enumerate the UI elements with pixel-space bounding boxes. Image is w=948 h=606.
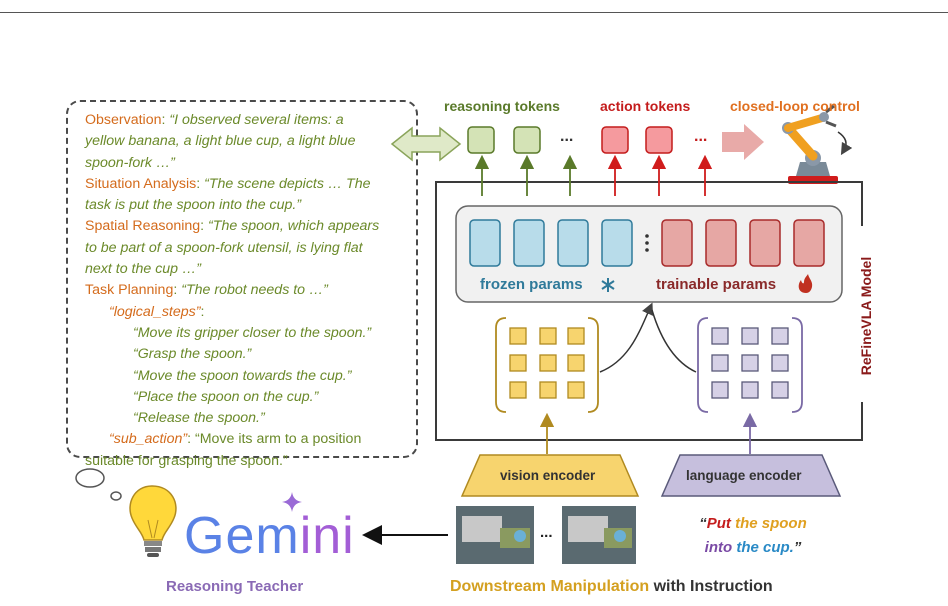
sparkle-icon — [282, 492, 302, 512]
vision-merge-curve — [599, 302, 653, 373]
frozen-params-label: frozen params — [480, 276, 583, 293]
lightbulb-icon — [129, 485, 177, 557]
model-name-label: ReFineVLA Model — [858, 256, 874, 376]
sub-action-text-2: suitable for grasping the spoon.” — [85, 452, 288, 469]
step-3: “Move the spoon towards the cup.” — [133, 367, 352, 384]
step-5: “Release the spoon.” — [133, 410, 265, 427]
vision-encoder-box — [460, 454, 640, 497]
observation-text-2: yellow banana, a light blue cup, a light… — [85, 133, 356, 150]
sub-action-key: “sub_action” — [109, 431, 188, 448]
thought-dot-large — [75, 468, 105, 488]
camera-frame-2 — [562, 506, 636, 564]
instr-word-into: into — [704, 539, 733, 556]
action-ellipsis: ... — [694, 128, 708, 145]
instr-open-quote: “ — [699, 515, 707, 532]
action-token-2 — [645, 126, 673, 154]
trainable-block-1 — [661, 219, 693, 267]
vision-encoder-label: vision encoder — [500, 468, 596, 483]
reasoning-text: Observation: “I observed several items: … — [85, 110, 415, 472]
step-2: “Grasp the spoon.” — [133, 346, 252, 363]
flame-icon — [798, 274, 813, 293]
frozen-block-1 — [469, 219, 501, 267]
observation-label: Observation — [85, 112, 162, 128]
spatial-text-2: to be part of a spoon-fork utensil, is l… — [85, 239, 363, 256]
bottom-caption-part1: Downstream Manipulation — [450, 578, 650, 595]
step-1: “Move its gripper closer to the spoon.” — [133, 324, 372, 341]
trainable-params-label: trainable params — [656, 276, 777, 293]
frozen-block-3 — [557, 219, 589, 267]
double-arrow-icon — [390, 126, 462, 162]
gemini-logo-main: Gem — [184, 507, 300, 565]
instr-word-cup: the cup. — [736, 539, 794, 556]
snowflake-icon — [601, 278, 615, 292]
gemini-logo-tail: ini — [299, 507, 355, 565]
output-arrow-icon — [722, 124, 764, 160]
spatial-text: “The spoon, which appears — [208, 218, 380, 235]
situation-text-2: task is put the spoon into the cup.” — [85, 197, 302, 214]
language-encoder-label: language encoder — [686, 468, 802, 483]
refinevla-model-border — [435, 181, 863, 441]
reasoning-ellipsis: ... — [560, 128, 574, 145]
action-token-1 — [601, 126, 629, 154]
reasoning-token-1 — [467, 126, 495, 154]
step-4: “Place the spoon on the cup.” — [133, 388, 319, 405]
instr-close-quote: ” — [793, 539, 802, 556]
language-token-grid — [711, 327, 789, 399]
spatial-label: Spatial Reasoning — [85, 218, 201, 235]
action-tokens-label: action tokens — [600, 98, 691, 114]
bottom-caption: Downstream Manipulation with Instruction — [450, 578, 773, 596]
thought-dot-small — [110, 491, 122, 501]
trainable-block-2 — [705, 219, 737, 267]
frozen-block-2 — [513, 219, 545, 267]
instruction-text: “Put the spoon into the cup.” — [688, 512, 818, 560]
situation-label: Situation Analysis — [85, 175, 197, 192]
trainable-block-4 — [793, 219, 825, 267]
reasoning-bubble — [66, 100, 418, 458]
task-label: Task Planning — [85, 282, 174, 299]
frames-ellipsis: ... — [540, 524, 553, 541]
trainable-block-3 — [749, 219, 781, 267]
reasoning-tokens-label: reasoning tokens — [444, 98, 560, 114]
gemini-logo: Gemini — [184, 506, 355, 566]
task-text: “The robot needs to …” — [181, 282, 328, 299]
camera-frame-1 — [456, 506, 534, 564]
reasoning-teacher-caption: Reasoning Teacher — [166, 578, 304, 595]
frozen-block-4 — [601, 219, 633, 267]
sub-action-text: “Move its arm to a position — [194, 431, 362, 448]
situation-text: “The scene depicts … The — [204, 175, 371, 192]
robot-arm-icon — [782, 104, 853, 184]
language-encoder-box — [660, 454, 842, 497]
closed-loop-control-label: closed-loop control — [730, 98, 860, 114]
instr-word-put: Put — [706, 515, 731, 532]
params-panel — [455, 205, 843, 303]
instr-word-spoon: the spoon — [735, 515, 807, 532]
top-rule — [0, 12, 948, 13]
language-merge-curve — [651, 309, 697, 373]
bottom-caption-part2: with Instruction — [653, 578, 773, 595]
reasoning-token-2 — [513, 126, 541, 154]
observation-text-3: spoon-fork …” — [85, 154, 175, 171]
vision-token-grid — [509, 327, 585, 399]
spatial-text-3: next to the cup …” — [85, 261, 201, 278]
logical-steps-key: “logical_steps” — [109, 303, 201, 320]
observation-text: “I observed several items: a — [169, 112, 344, 128]
